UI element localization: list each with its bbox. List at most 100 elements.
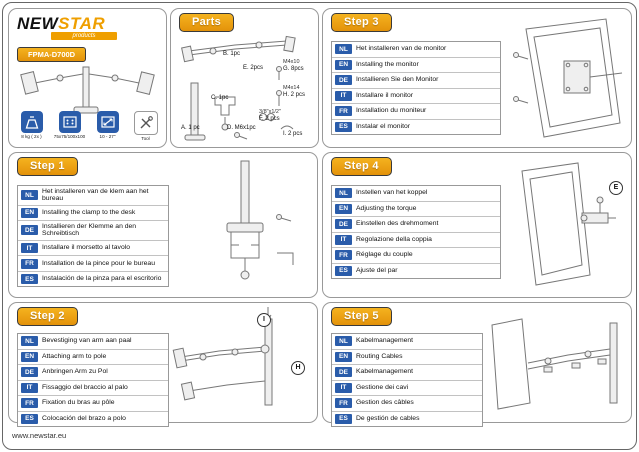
lang-text: Adjusting the torque bbox=[356, 204, 417, 212]
callout-i: I bbox=[257, 313, 271, 327]
lang-row: IT Installare il monitor bbox=[332, 89, 500, 104]
lang-code: DE bbox=[335, 75, 352, 86]
spec-icons-row: 8 kg ( 2x ) 75x75/100x100 10 - 27" Tool bbox=[15, 110, 162, 142]
tool-icon bbox=[133, 110, 158, 135]
lang-text: Réglage du couple bbox=[356, 251, 413, 259]
step5-illustration bbox=[491, 318, 618, 410]
step4-illustration bbox=[521, 162, 616, 286]
step1-badge: Step 1 bbox=[17, 157, 78, 176]
lang-code: IT bbox=[21, 243, 38, 253]
lang-code: NL bbox=[335, 188, 352, 199]
lang-text: De gestión de cables bbox=[356, 414, 420, 422]
part-size-f: 3/8"x1/2" bbox=[259, 109, 281, 115]
spec-tool: Tool bbox=[129, 110, 162, 141]
lang-code: IT bbox=[335, 90, 352, 101]
lang-text: Instalación de la pinza para el escritor… bbox=[42, 275, 162, 283]
step4-badge: Step 4 bbox=[331, 157, 392, 176]
logo-text-star: STAR bbox=[58, 14, 106, 33]
spec-screen-size: 10 - 27" bbox=[91, 110, 124, 142]
lang-row: IT Gestione dei cavi bbox=[332, 381, 482, 396]
lang-row: FR Fixation du bras au pôle bbox=[18, 396, 168, 412]
parts-illustration bbox=[181, 35, 296, 141]
part-label-f: F. 2 pcs bbox=[259, 116, 280, 122]
lang-row: DE Anbringen Arm zu Pol bbox=[18, 365, 168, 381]
lang-code: ES bbox=[335, 413, 352, 424]
spec-vesa-label: 75x75/100x100 bbox=[53, 134, 86, 139]
step3-illustration bbox=[513, 18, 623, 138]
lang-code: ES bbox=[21, 274, 38, 284]
lang-code: EN bbox=[335, 351, 352, 362]
parts-panel: Parts A. 1 pc B. 1pc bbox=[170, 8, 319, 148]
screen-size-icon bbox=[96, 110, 119, 133]
lang-row: FR Réglage du couple bbox=[332, 248, 500, 264]
brand-panel: NEWSTAR products FPMA-D700D 8 kg ( 2x ) bbox=[8, 8, 167, 148]
lang-code: DE bbox=[335, 219, 352, 230]
lang-row: ES De gestión de cables bbox=[332, 412, 482, 427]
lang-text: Anbringen Arm zu Pol bbox=[42, 368, 108, 376]
lang-code: FR bbox=[335, 106, 352, 117]
lang-code: FR bbox=[21, 398, 38, 409]
lang-code: EN bbox=[21, 351, 38, 362]
lang-code: IT bbox=[335, 382, 352, 393]
logo-products-bar: products bbox=[51, 32, 117, 40]
part-label-i: I. 2 pcs bbox=[283, 131, 303, 137]
lang-code: NL bbox=[335, 44, 352, 55]
step3-badge: Step 3 bbox=[331, 13, 392, 32]
spec-tool-label: Tool bbox=[141, 136, 150, 141]
newstar-logo: NEWSTAR products bbox=[17, 14, 117, 40]
part-label-g: G. 8pcs bbox=[283, 66, 304, 72]
part-label-h: H. 2 pcs bbox=[283, 92, 306, 98]
lang-text: Installation du moniteur bbox=[356, 107, 427, 115]
parts-badge: Parts bbox=[179, 13, 235, 32]
lang-code: IT bbox=[335, 234, 352, 245]
weight-icon bbox=[20, 110, 43, 133]
part-label-e: E. 2pcs bbox=[243, 65, 264, 71]
lang-text: Regolazione della coppia bbox=[356, 235, 432, 243]
part-size-h: M4x14 bbox=[283, 85, 300, 91]
part-label-a: A. 1 pc bbox=[181, 125, 200, 131]
lang-text: Ajuste del par bbox=[356, 266, 398, 274]
lang-row: DE Installieren Sie den Monitor bbox=[332, 73, 500, 89]
vesa-icon bbox=[58, 110, 81, 133]
lang-code: DE bbox=[21, 367, 38, 378]
lang-text: Installieren Sie den Monitor bbox=[356, 76, 439, 84]
lang-row: ES Instalación de la pinza para el escrit… bbox=[18, 272, 168, 287]
lang-code: ES bbox=[335, 265, 352, 276]
model-badge: FPMA-D700D bbox=[17, 47, 87, 62]
lang-code: NL bbox=[335, 336, 352, 347]
lang-text: Attaching arm to pole bbox=[42, 352, 107, 360]
callout-h: H bbox=[291, 361, 305, 375]
lang-text: Colocación del brazo a polo bbox=[42, 414, 126, 422]
product-illustration bbox=[20, 66, 155, 114]
lang-code: FR bbox=[21, 258, 38, 269]
lang-code: FR bbox=[335, 250, 352, 261]
lang-text: Installare il morsetto al tavolo bbox=[42, 244, 131, 252]
part-label-d: D. M6x1pc bbox=[227, 125, 256, 131]
lang-text: Gestion des câbles bbox=[356, 399, 414, 407]
lang-text: Instalar el monitor bbox=[356, 122, 411, 130]
lang-code: DE bbox=[335, 367, 352, 378]
lang-text: Gestione dei cavi bbox=[356, 383, 409, 391]
lang-text: Installare il monitor bbox=[356, 91, 414, 99]
lang-text: Fixation du bras au pôle bbox=[42, 399, 115, 407]
